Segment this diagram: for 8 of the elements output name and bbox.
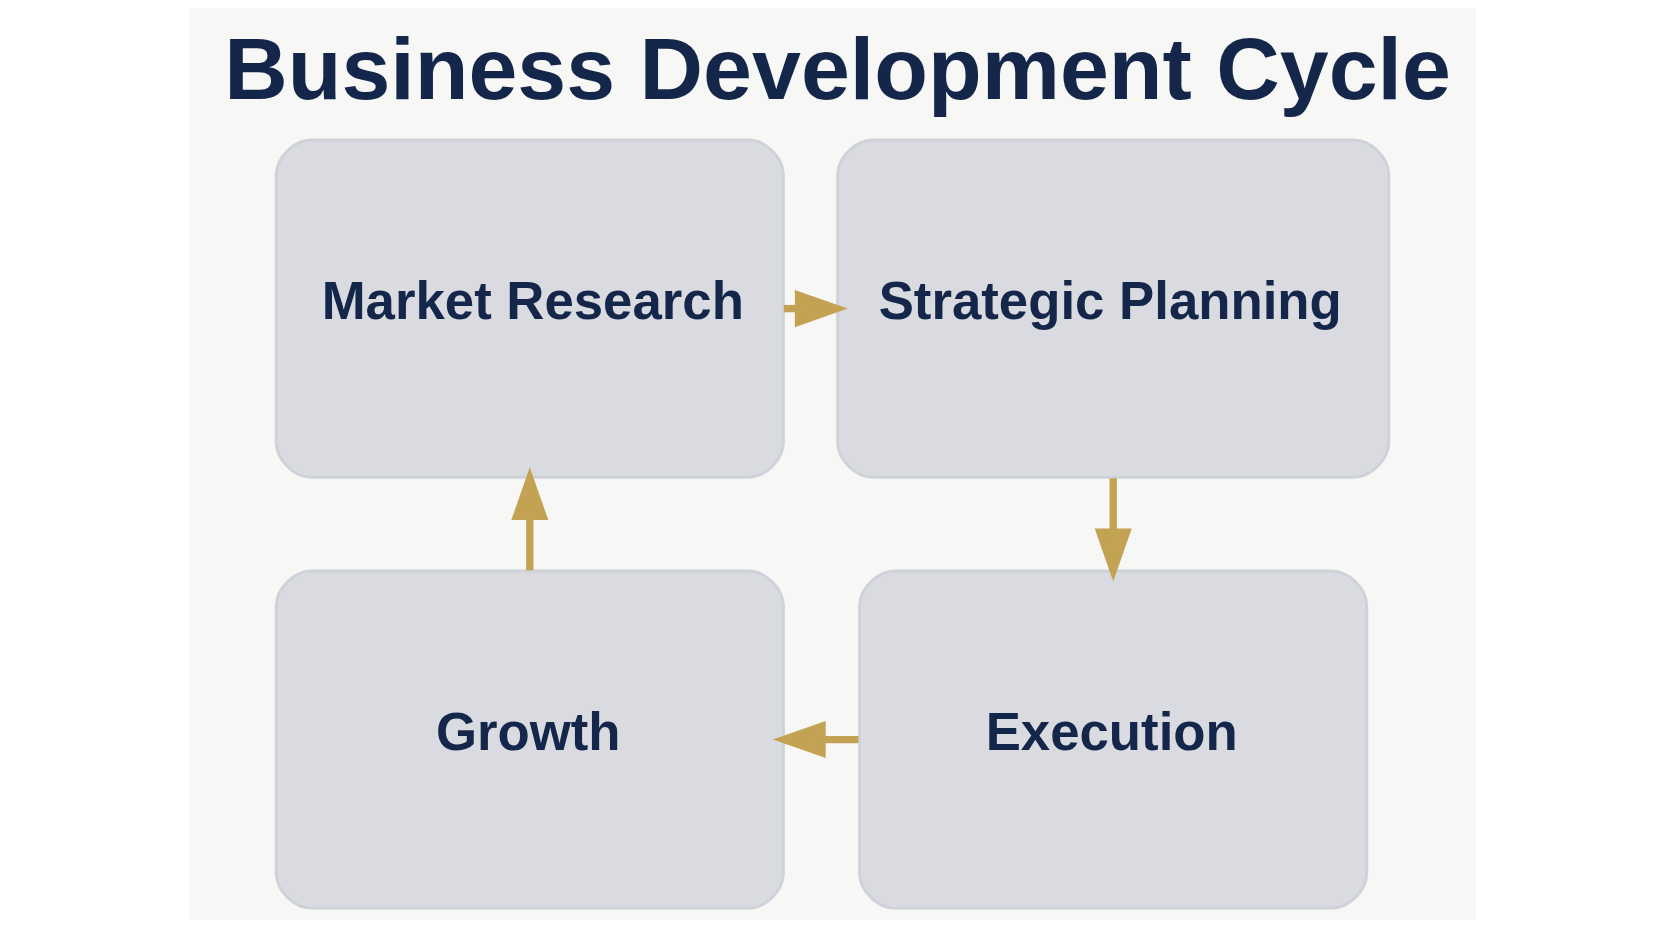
diagram-title: Business Development Cycle xyxy=(223,19,1451,119)
node-box: Market Research xyxy=(274,138,785,479)
arrow xyxy=(510,467,548,571)
node-box: Strategic Planning xyxy=(835,138,1390,479)
node-box: Execution xyxy=(857,569,1368,910)
node-box: Growth xyxy=(274,569,785,910)
arrow xyxy=(1094,478,1132,582)
arrow xyxy=(772,721,858,759)
